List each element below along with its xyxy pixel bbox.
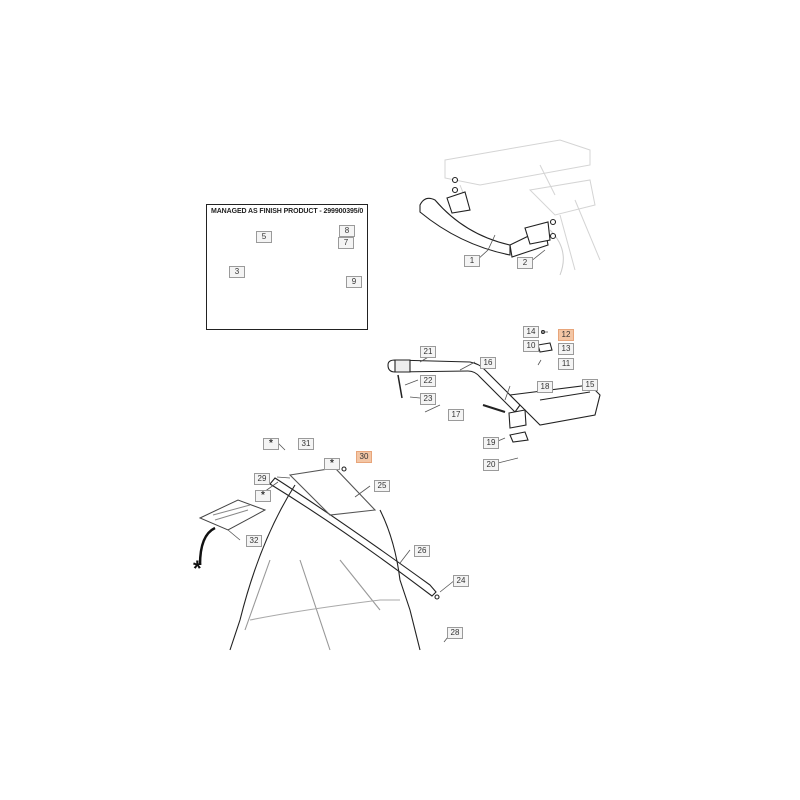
part-label-11[interactable]: 11 xyxy=(558,358,574,370)
part-label-24[interactable]: 24 xyxy=(453,575,469,587)
star-label-29: * xyxy=(255,490,271,502)
part-label-14[interactable]: 14 xyxy=(523,326,539,338)
part-label-25[interactable]: 25 xyxy=(374,480,390,492)
star-label-30: * xyxy=(324,458,340,470)
part-label-19[interactable]: 19 xyxy=(483,437,499,449)
part-label-28[interactable]: 28 xyxy=(447,627,463,639)
inset-title: MANAGED AS FINISH PRODUCT - 299900395/0 xyxy=(211,208,364,215)
part-label-9[interactable]: 9 xyxy=(346,276,362,288)
star-label-31: * xyxy=(263,438,279,450)
grass-catcher-drawing xyxy=(229,466,440,651)
asterisk-icon: * xyxy=(193,556,202,581)
part-label-10[interactable]: 10 xyxy=(523,340,539,352)
part-label-31[interactable]: 31 xyxy=(298,438,314,450)
part-label-29[interactable]: 29 xyxy=(254,473,270,485)
part-label-32[interactable]: 32 xyxy=(246,535,262,547)
part-label-22[interactable]: 22 xyxy=(420,375,436,387)
part-label-7[interactable]: 7 xyxy=(338,237,354,249)
lever-assembly-drawing xyxy=(387,329,601,443)
part-label-18[interactable]: 18 xyxy=(537,381,553,393)
part-label-15[interactable]: 15 xyxy=(582,379,598,391)
part-label-17[interactable]: 17 xyxy=(448,409,464,421)
part-label-13[interactable]: 13 xyxy=(558,343,574,355)
part-label-23[interactable]: 23 xyxy=(420,393,436,405)
part-label-3[interactable]: 3 xyxy=(229,266,245,278)
part-label-16[interactable]: 16 xyxy=(480,357,496,369)
part-label-2[interactable]: 2 xyxy=(517,257,533,269)
part-label-8[interactable]: 8 xyxy=(339,225,355,237)
part-label-5[interactable]: 5 xyxy=(256,231,272,243)
part-label-1[interactable]: 1 xyxy=(464,255,480,267)
bumper-part-1 xyxy=(419,176,557,258)
part-label-21[interactable]: 21 xyxy=(420,346,436,358)
part-label-20[interactable]: 20 xyxy=(483,459,499,471)
decal-part-32 xyxy=(198,499,267,566)
part-label-12-highlighted[interactable]: 12 xyxy=(558,329,574,341)
part-label-26[interactable]: 26 xyxy=(414,545,430,557)
part-label-30-highlighted[interactable]: 30 xyxy=(356,451,372,463)
